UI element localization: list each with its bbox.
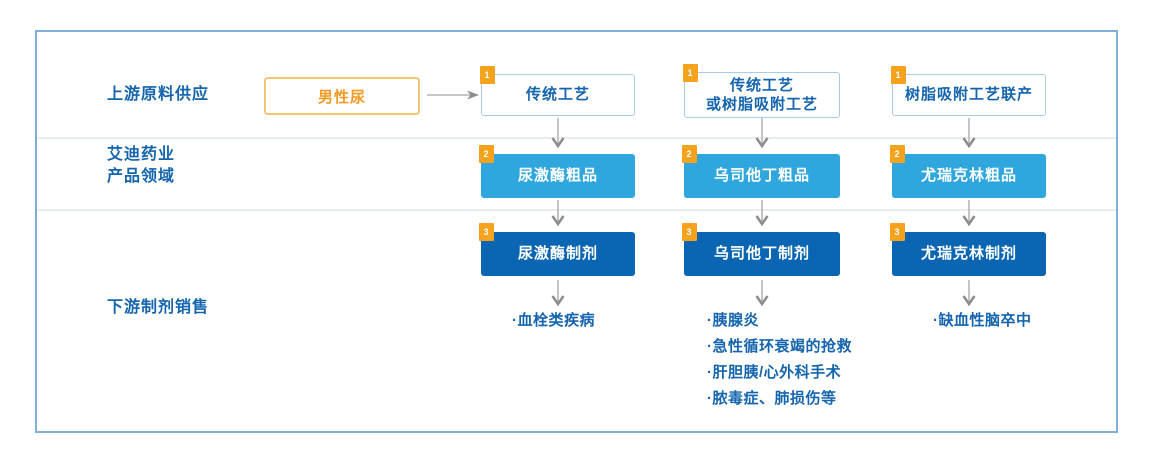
arrow-down-icon — [551, 280, 565, 307]
box-urokinase-formulation: 3 尿激酶制剂 — [479, 223, 635, 276]
box-label: 尿激酶制剂 — [517, 245, 598, 263]
step-badge: 1 — [480, 66, 495, 84]
indication-item: ·急性循环衰竭的抢救 — [707, 338, 852, 355]
indication-list-urokinase: ·血栓类疾病 — [512, 308, 595, 334]
box-label: 尿激酶粗品 — [517, 167, 598, 185]
indication-item: ·血栓类疾病 — [512, 312, 595, 329]
row-divider — [37, 209, 1116, 211]
step-badge: 2 — [890, 145, 905, 163]
step-badge: 2 — [479, 145, 494, 163]
box-label: 树脂吸附工艺联产 — [904, 86, 1033, 104]
box-male-urine: 男性尿 — [264, 77, 420, 115]
arrow-down-icon — [962, 280, 976, 307]
arrow-down-icon — [755, 280, 769, 307]
step-badge: 1 — [683, 64, 698, 82]
arrow-down-icon — [962, 200, 976, 227]
box-ulinastatin-formulation: 3 乌司他丁制剂 — [682, 223, 840, 276]
box-urokinase-crude: 2 尿激酶粗品 — [479, 145, 635, 198]
box-label: 乌司他丁制剂 — [713, 245, 810, 263]
box-label: 尤瑞克林粗品 — [920, 167, 1017, 185]
indication-item: ·胰腺炎 — [707, 312, 759, 329]
step-badge: 3 — [479, 223, 494, 241]
box-label: 尤瑞克林制剂 — [920, 245, 1017, 263]
box-ulinastatin-crude: 2 乌司他丁粗品 — [682, 145, 840, 198]
box-label: 传统工艺 或树脂吸附工艺 — [705, 76, 818, 114]
step-badge: 2 — [682, 145, 697, 163]
box-kallidinogenase-crude: 2 尤瑞克林粗品 — [890, 145, 1046, 198]
box-traditional-process: 1 传统工艺 — [480, 66, 635, 116]
arrow-down-icon — [755, 200, 769, 227]
indication-item: ·肝胆胰/心外科手术 — [707, 364, 842, 381]
row-divider — [37, 137, 1116, 139]
indication-item: ·脓毒症、肺损伤等 — [707, 390, 837, 407]
box-traditional-or-resin-process: 1 传统工艺 或树脂吸附工艺 — [683, 64, 840, 118]
arrow-down-icon — [551, 200, 565, 227]
box-label: 男性尿 — [317, 88, 366, 106]
indication-list-kallidinogenase: ·缺血性脑卒中 — [933, 308, 1032, 334]
indication-list-ulinastatin: ·胰腺炎 ·急性循环衰竭的抢救 ·肝胆胰/心外科手术 ·脓毒症、肺损伤等 — [707, 308, 852, 412]
label-upstream-supply: 上游原料供应 — [107, 86, 210, 103]
step-badge: 3 — [682, 223, 697, 241]
arrow-right-icon — [427, 90, 479, 100]
flowchart-container: 上游原料供应 艾迪药业 产品领域 下游制剂销售 男性尿 1 传统工艺 1 传统工… — [35, 30, 1118, 433]
arrow-down-icon — [755, 118, 769, 149]
arrow-down-icon — [962, 118, 976, 149]
arrow-down-icon — [551, 118, 565, 149]
indication-item: ·缺血性脑卒中 — [933, 312, 1032, 329]
step-badge: 1 — [891, 66, 906, 84]
box-kallidinogenase-formulation: 3 尤瑞克林制剂 — [890, 223, 1046, 276]
label-downstream-sales: 下游制剂销售 — [107, 299, 210, 316]
box-label: 传统工艺 — [525, 86, 590, 104]
step-badge: 3 — [890, 223, 905, 241]
label-company-products: 艾迪药业 产品领域 — [107, 146, 176, 185]
box-resin-coproduction-process: 1 树脂吸附工艺联产 — [891, 66, 1046, 116]
box-label: 乌司他丁粗品 — [713, 167, 810, 185]
